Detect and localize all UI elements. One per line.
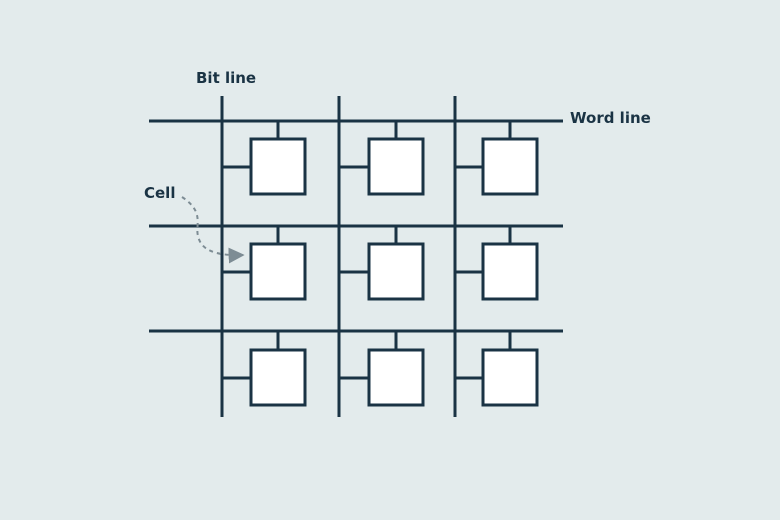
- cell: [339, 121, 425, 196]
- bit-line-label: Bit line: [196, 69, 257, 87]
- cells: [222, 121, 539, 407]
- cell: [339, 331, 425, 407]
- cell-label: Cell: [144, 184, 176, 202]
- cell: [455, 226, 539, 301]
- cell: [339, 226, 425, 301]
- cell: [222, 121, 307, 196]
- cell: [222, 226, 307, 301]
- bit-lines: [220, 96, 457, 417]
- word-lines: [149, 119, 563, 333]
- word-line-label: Word line: [570, 109, 651, 127]
- cell: [222, 331, 307, 407]
- cell: [455, 331, 539, 407]
- cell-pointer-arrow: [181, 196, 245, 264]
- cell: [455, 121, 539, 196]
